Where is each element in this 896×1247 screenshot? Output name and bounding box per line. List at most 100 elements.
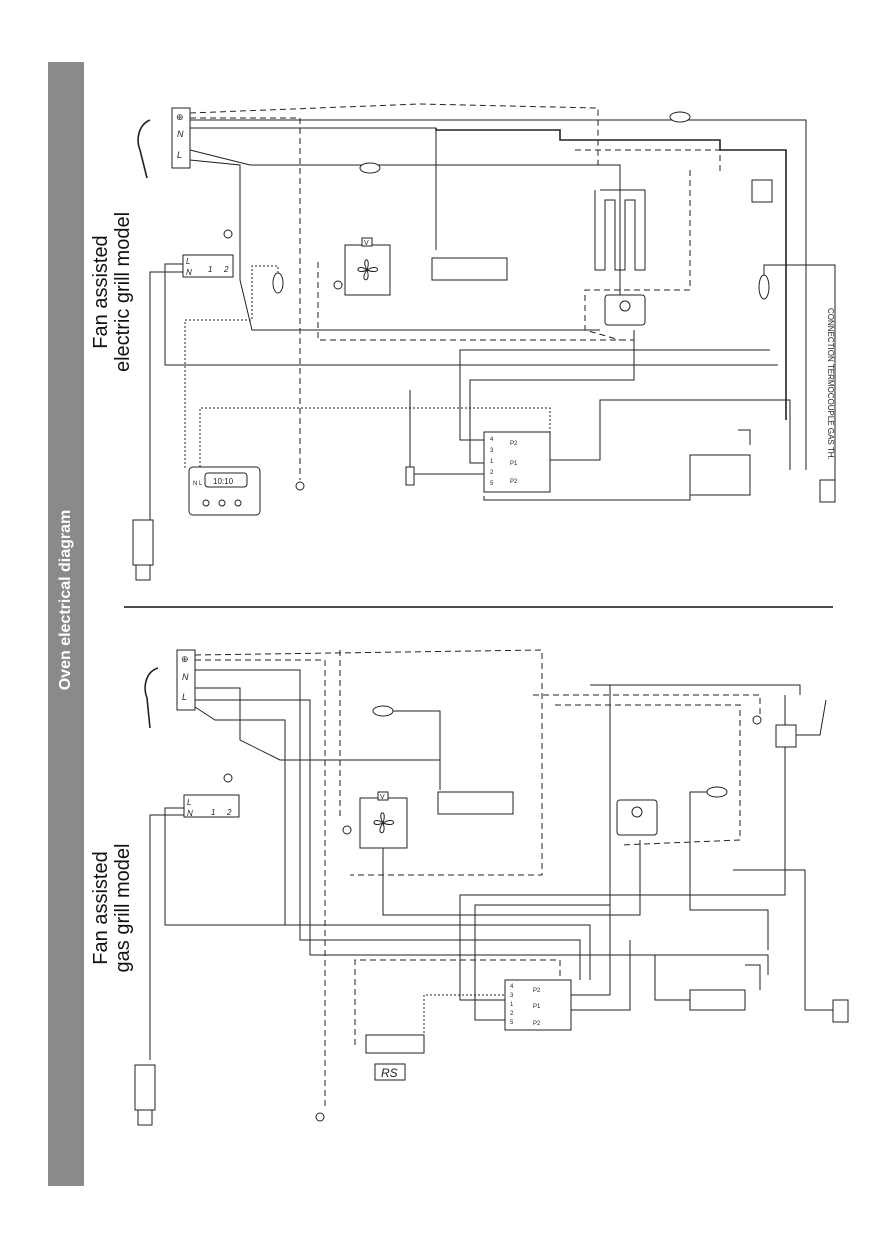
ignition-wire-2 (796, 699, 827, 736)
thermal-cutout-1 (669, 111, 691, 123)
top-wire-1 (190, 119, 807, 470)
grill-element (594, 189, 646, 271)
gas-valve (604, 294, 646, 326)
oven-earth-1 (533, 694, 761, 715)
timer-wire (199, 407, 551, 467)
top-wire-2 (190, 127, 437, 250)
mains-terminal-block-2 (176, 649, 196, 711)
fan-wire-2 (382, 840, 641, 916)
switch-n3-2: 3 (510, 993, 514, 999)
earth-wire (189, 103, 599, 165)
element-earth (575, 149, 721, 175)
switch-n4-2: 4 (510, 984, 514, 990)
mains-plug-body (132, 519, 154, 566)
timer-display (204, 472, 248, 488)
selector-2: 2 (223, 265, 229, 274)
selector-switch (182, 254, 234, 278)
switch-n4: 4 (490, 437, 494, 443)
oven-lamp-2 (437, 791, 514, 815)
timer-nl: N L (193, 481, 203, 487)
thermostat-2-wire (763, 264, 836, 496)
earth-symbol (295, 481, 305, 491)
switch-p1-2: P1 (533, 1004, 541, 1010)
neon-indicator (405, 466, 415, 486)
timer-button-1 (202, 499, 210, 507)
cutout-wire (393, 710, 441, 790)
timer-button-3 (234, 499, 242, 507)
mains-terminal-block (171, 107, 191, 169)
selector-1-2: 1 (211, 808, 215, 817)
selector-wire-l (164, 263, 778, 366)
earth-drop (190, 117, 301, 480)
fan-label-2: V (380, 794, 385, 801)
selector-n-2: N (187, 809, 193, 818)
thermocouple-connector (819, 479, 836, 503)
timer-display-text: 10:10 (213, 477, 234, 486)
rs-label: RS (381, 1066, 398, 1080)
mains-cable-2 (144, 667, 159, 729)
top-wire-5 (435, 128, 787, 420)
relay-box (689, 454, 751, 496)
switch-p1: P1 (510, 461, 518, 467)
fan-icon (357, 259, 378, 281)
terminal-earth: ⊕ (176, 112, 184, 122)
terminal-l-2: L (182, 692, 187, 702)
selector-switch-2 (183, 794, 240, 818)
oven-earth-symbol (752, 715, 762, 725)
terminal-earth-2: ⊕ (181, 654, 189, 664)
switch-wire-4-2 (474, 904, 610, 1021)
switch-n2: 2 (490, 470, 494, 476)
switch-p2a-2: P2 (533, 988, 541, 994)
selector-earth-icon (223, 229, 233, 239)
thermocouple-wire-2 (733, 869, 833, 1011)
thermostat-3 (706, 786, 728, 798)
rs-component (365, 1034, 425, 1054)
relay-wire-2 (654, 955, 690, 1001)
earth-symbol-2 (315, 1112, 325, 1122)
electric-grill-diagram: ⊕ N L V L N 1 2 (132, 103, 836, 581)
earth-wire-2 (194, 649, 543, 876)
selector-1: 1 (208, 265, 212, 274)
ignition-connector-2 (775, 724, 797, 748)
switch-n1-2: 1 (510, 1002, 514, 1008)
fan-earth-icon (333, 280, 343, 290)
switch-p2a: P2 (510, 441, 518, 447)
switch-p2b: P2 (510, 479, 518, 485)
sidebar-band (48, 62, 84, 1186)
selector-l-2: L (187, 798, 191, 807)
top-wire-3 (189, 149, 621, 310)
fan-icon-2 (373, 812, 394, 834)
switch-wire-1-2 (571, 685, 611, 996)
selector-n: N (186, 268, 192, 277)
bottom-wire-2 (195, 687, 441, 790)
mains-cable (137, 119, 151, 179)
thermal-cutout-2 (359, 162, 381, 174)
thermostat-capillary (184, 265, 279, 470)
oven-earth-2 (555, 704, 741, 846)
selector-2-2: 2 (226, 808, 232, 817)
relay-contact (738, 429, 751, 445)
switch-n5: 5 (490, 481, 494, 487)
mains-plug-body-2 (134, 1064, 156, 1111)
switch-wire-1 (459, 349, 770, 441)
switch-n5-2: 5 (510, 1020, 514, 1026)
gas-valve-knob (619, 300, 631, 312)
oven-lamp (431, 257, 508, 281)
fan-earth-wire (317, 262, 634, 341)
ignition-connector (751, 179, 773, 203)
relay-box-2 (689, 989, 746, 1011)
terminal-n-2: N (182, 672, 189, 682)
mains-plug-head (135, 564, 151, 581)
function-switch-block-2 (504, 979, 572, 1031)
gas-grill-diagram: ⊕ N L V L N 1 2 (134, 649, 849, 1126)
fan-label-box-2 (377, 791, 389, 801)
selector-wire-l-2 (164, 807, 285, 926)
switch-wire-2-2 (571, 940, 631, 1011)
bottom-wire-5 (590, 684, 801, 695)
thermostat-bulb (272, 272, 284, 294)
fan-earth-icon-2 (342, 825, 352, 835)
mains-plug-head-2 (137, 1109, 153, 1126)
fan-label-box (361, 237, 373, 247)
function-switch-block (483, 431, 551, 493)
